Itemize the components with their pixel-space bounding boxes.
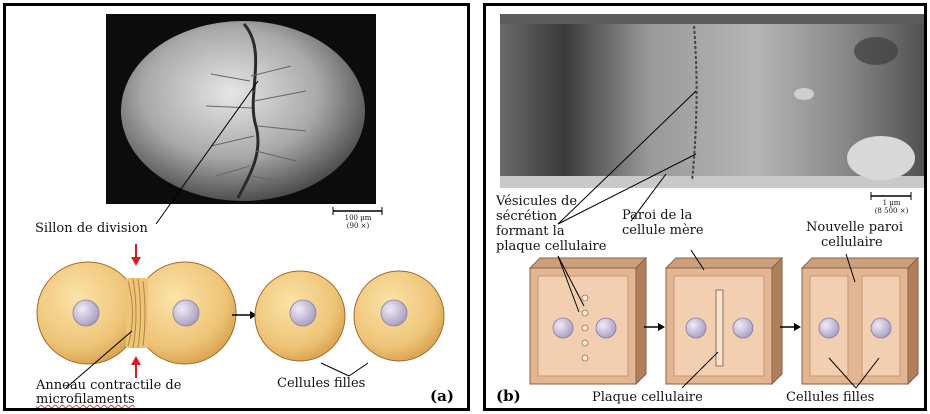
plant-cell-stage-1: [530, 258, 646, 384]
nucleus-left: [73, 300, 99, 326]
label-vesicles-2: sécrétion: [496, 209, 557, 224]
label-contractile-ring-1: Anneau contractile de: [36, 378, 181, 393]
scale-label-a: 100 µm (90 ×): [332, 214, 384, 230]
panel-a-illustration: [6, 6, 470, 411]
panel-animal-cytokinesis: 100 µm (90 ×) Sillon de division Anneau …: [3, 3, 470, 411]
stage-arrow-b2: [780, 323, 801, 331]
plant-cell-stage-2: [666, 258, 782, 384]
nucleus-right: [173, 300, 199, 326]
label-contractile-ring-2: microfilaments: [36, 392, 135, 407]
tem-micrograph-plant-cell: [500, 14, 927, 188]
label-new-wall-1: Nouvelle paroi: [806, 220, 903, 235]
sem-micrograph-frog-egg: [106, 14, 376, 204]
scale-mag-a: (90 ×): [332, 222, 384, 230]
panel-tag-b: (b): [496, 387, 521, 405]
label-daughter-cells-b: Cellules filles: [786, 390, 874, 405]
label-vesicles-1: Vésicules de: [496, 194, 577, 209]
label-division-furrow: Sillon de division: [35, 221, 148, 236]
label-mother-wall-1: Paroi de la: [622, 208, 692, 223]
scale-value-b: 1 µm: [864, 199, 919, 207]
label-cell-plate: Plaque cellulaire: [592, 390, 703, 405]
label-vesicles-4: plaque cellulaire: [496, 239, 606, 254]
label-new-wall-2: cellulaire: [821, 235, 883, 250]
plant-cell-stage-3: [802, 258, 918, 384]
daughter-cells-a: [255, 271, 444, 361]
stage-arrow-b1: [644, 323, 665, 331]
dividing-cell: [37, 262, 236, 364]
panel-plant-cytokinesis: 1 µm (8 500 ×) Vésicules de sécrétion fo…: [483, 3, 927, 411]
scale-value-a: 100 µm: [332, 214, 384, 222]
label-daughter-cells-a: Cellules filles: [277, 376, 365, 391]
label-mother-wall-2: cellule mère: [622, 223, 704, 238]
scale-mag-b: (8 500 ×): [864, 207, 919, 215]
label-vesicles-3: formant la: [496, 224, 565, 239]
panel-tag-a: (a): [430, 387, 454, 405]
scale-label-b: 1 µm (8 500 ×): [864, 199, 919, 215]
